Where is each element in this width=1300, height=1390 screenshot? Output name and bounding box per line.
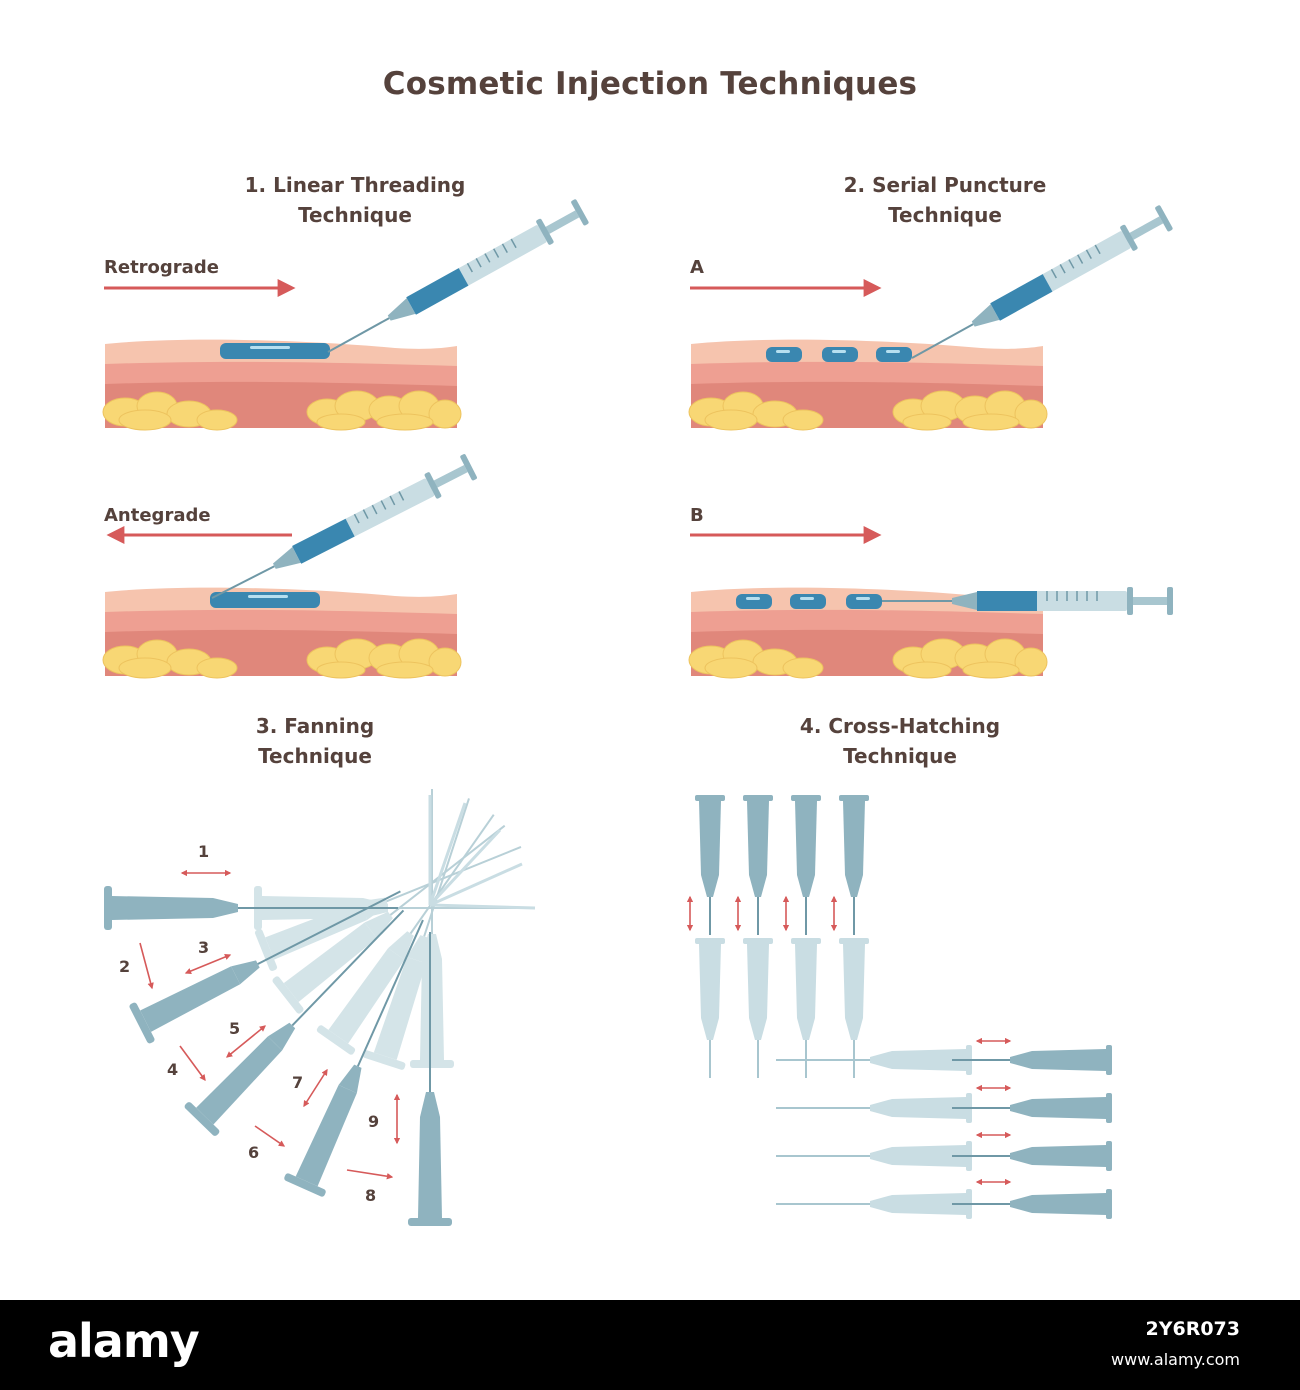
fan-step-2: 2 <box>119 957 131 976</box>
skin-section-a <box>688 335 1048 431</box>
panel-title-linear-line1: 1. Linear Threading <box>244 173 466 197</box>
panel-title-serial-line2: Technique <box>888 203 1002 227</box>
filler-highlight <box>250 346 290 349</box>
panel-title-fanning: 3. Fanning Technique <box>160 711 470 771</box>
fan-step-4: 4 <box>167 1060 179 1079</box>
fan-step-3: 3 <box>198 938 210 957</box>
label-retrograde: Retrograde <box>104 257 219 278</box>
alamy-url: www.alamy.com <box>1111 1350 1240 1369</box>
alamy-logo: alamy <box>48 1314 200 1368</box>
fanning-group <box>103 788 536 1227</box>
filler-depots-a <box>766 347 912 362</box>
watermark-footer: alamy 2Y6R073 www.alamy.com <box>0 1300 1300 1390</box>
linear-antegrade-group <box>102 452 479 679</box>
crosshatch-horizontal-syringes <box>951 1044 1113 1220</box>
panel-title-crosshatch-line2: Technique <box>843 744 957 768</box>
label-antegrade: Antegrade <box>104 505 211 526</box>
panel-title-fanning-line2: Technique <box>258 744 372 768</box>
panel-title-serial: 2. Serial Puncture Technique <box>790 170 1100 230</box>
filler-thread <box>210 592 320 608</box>
crosshatch-vertical-syringes <box>694 794 870 936</box>
filler-depots-b <box>736 594 882 609</box>
serial-a-group <box>688 203 1175 431</box>
panel-title-linear: 1. Linear Threading Technique <box>200 170 510 230</box>
fan-step-8: 8 <box>365 1186 377 1205</box>
fan-tracks <box>428 795 536 910</box>
serial-b-group <box>688 526 1174 679</box>
crosshatch-group <box>686 794 1113 1220</box>
fan-step-1: 1 <box>198 842 210 861</box>
label-b: B <box>690 505 704 526</box>
panel-title-crosshatch: 4. Cross-Hatching Technique <box>745 711 1055 771</box>
label-a: A <box>690 257 704 278</box>
panel-title-serial-line1: 2. Serial Puncture <box>843 173 1047 197</box>
crosshatch-vertical-ghosts <box>694 937 870 1079</box>
filler-thread <box>220 343 330 359</box>
panel-title-linear-line2: Technique <box>298 203 412 227</box>
page-title: Cosmetic Injection Techniques <box>382 66 918 102</box>
image-id: 2Y6R073 <box>1145 1318 1241 1340</box>
syringe-retrograde <box>320 197 591 366</box>
fan-step-9: 9 <box>368 1112 380 1131</box>
linear-retrograde-group <box>102 197 591 431</box>
fan-arrows <box>139 869 401 1180</box>
diagram-artwork <box>102 197 1175 1227</box>
fan-ghosts <box>253 788 534 1072</box>
syringe-antegrade <box>204 452 479 612</box>
panel-title-fanning-line1: 3. Fanning <box>255 714 375 738</box>
filler-highlight <box>248 595 288 598</box>
crosshatch-arrows <box>686 895 1012 1186</box>
panel-title-crosshatch-line1: 4. Cross-Hatching <box>799 714 1001 738</box>
fan-step-6: 6 <box>248 1143 260 1162</box>
fan-step-7: 7 <box>292 1073 304 1092</box>
